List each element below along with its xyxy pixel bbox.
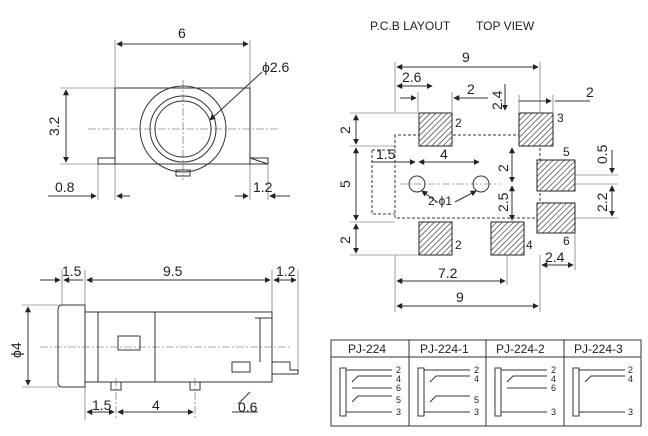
table-header-3: PJ-224-2 — [496, 342, 545, 356]
schematic-cell-1: 2 4 6 5 3 — [339, 365, 401, 417]
pcb-left-bottom-dim: 2 — [337, 236, 353, 244]
svg-text:5: 5 — [474, 395, 479, 405]
svg-text:4: 4 — [551, 374, 556, 384]
pad-label-6: 6 — [563, 234, 570, 248]
table-header-2: PJ-224-1 — [420, 342, 469, 356]
pad-2-bottom-left — [418, 221, 453, 256]
pad-3 — [518, 112, 554, 147]
pad-label-5: 5 — [563, 145, 570, 159]
table-header-4: PJ-224-3 — [574, 342, 623, 356]
front-height-dim: 3.2 — [46, 116, 62, 136]
svg-text:3: 3 — [474, 407, 479, 417]
pcb-hole-spacing-dim: 4 — [440, 146, 448, 162]
svg-text:6: 6 — [551, 383, 556, 393]
pad-2-top-left — [418, 112, 453, 147]
pad-5 — [536, 159, 576, 192]
pcb-title: P.C.B LAYOUT — [370, 19, 451, 33]
side-bottom-mid-dim: 4 — [152, 397, 160, 413]
side-bottom-right-dim: 0.6 — [238, 399, 258, 415]
side-body-dim: 9.5 — [163, 263, 183, 279]
pcb-subtitle: TOP VIEW — [476, 19, 535, 33]
side-bottom-left-dim: 1.5 — [92, 397, 112, 413]
pcb-hole-left-dim: 1.5 — [376, 146, 396, 162]
table-header-1: PJ-224 — [348, 342, 386, 356]
pcb-top-mid-dim: 2 — [467, 81, 475, 97]
pcb-center-vert-dim2: 2.5 — [495, 192, 511, 212]
pad-label-2b: 2 — [455, 238, 462, 252]
svg-text:3: 3 — [628, 407, 633, 417]
pad-label-2a: 2 — [455, 116, 462, 130]
front-diameter-dim: ϕ2.6 — [262, 59, 290, 75]
pcb-bottom-overall-dim: 9 — [456, 289, 464, 305]
pcb-top-left-dim: 2.6 — [402, 69, 422, 85]
pcb-layout: P.C.B LAYOUT TOP VIEW 9 2.6 2 2 2.4 2 3 — [337, 19, 618, 312]
hole-label: 2-ϕ1 — [428, 194, 452, 208]
svg-text:4: 4 — [628, 374, 633, 384]
schematic-cell-4: 2 4 3 — [572, 365, 633, 417]
pcb-left-mid-dim: 5 — [337, 180, 353, 188]
pcb-vert-right-dim: 2.4 — [489, 90, 505, 110]
svg-text:4: 4 — [474, 374, 479, 384]
svg-text:2: 2 — [396, 365, 401, 375]
schematic-table: PJ-224 PJ-224-1 PJ-224-2 PJ-224-3 2 4 6 … — [330, 339, 642, 427]
svg-text:6: 6 — [396, 383, 401, 393]
front-width-dim: 6 — [178, 25, 186, 41]
pcb-bottom-mid-dim: 7.2 — [438, 265, 458, 281]
svg-text:2: 2 — [474, 365, 479, 375]
front-view: 6 ϕ2.6 3.2 0.8 1.2 — [46, 25, 290, 200]
pcb-left-top-dim: 2 — [337, 126, 353, 134]
pcb-bottom-right-dim: 2.4 — [545, 249, 565, 265]
front-left-lead-dim: 0.8 — [55, 179, 75, 195]
front-right-lead-dim: 1.2 — [253, 179, 273, 195]
pcb-center-vert-dim: 2 — [495, 164, 511, 172]
schematic-cell-3: 2 4 6 3 — [494, 365, 556, 417]
pcb-top-right-dim: 2 — [586, 84, 594, 100]
svg-text:4: 4 — [396, 374, 401, 384]
svg-text:2: 2 — [551, 365, 556, 375]
pad-6 — [536, 202, 576, 234]
side-diameter-dim: ϕ4 — [8, 342, 24, 358]
svg-text:3: 3 — [396, 407, 401, 417]
side-view: 1.5 9.5 1.2 ϕ4 1.5 4 0.6 — [8, 263, 299, 420]
pad-label-3: 3 — [557, 111, 564, 125]
side-right-dim: 1.2 — [276, 263, 296, 279]
pad-label-4: 4 — [526, 238, 533, 252]
pad-4 — [490, 221, 525, 256]
svg-text:3: 3 — [551, 407, 556, 417]
svg-text:5: 5 — [396, 395, 401, 405]
schematic-cell-2: 2 4 5 3 — [417, 365, 479, 417]
side-left-dim: 1.5 — [62, 263, 82, 279]
svg-text:2: 2 — [628, 365, 633, 375]
pcb-top-overall-dim: 9 — [462, 49, 470, 65]
pcb-right-small-dim: 0.5 — [594, 144, 610, 164]
pcb-right-mid-dim: 2.2 — [594, 192, 610, 212]
